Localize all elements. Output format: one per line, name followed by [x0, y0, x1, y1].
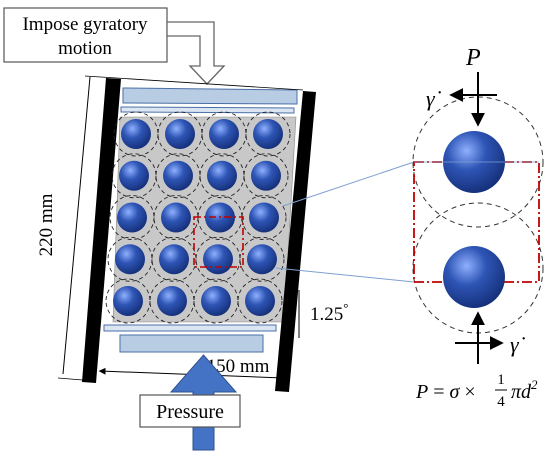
particle — [251, 160, 281, 191]
formula-numerator: 1 — [497, 372, 505, 388]
particle — [159, 244, 189, 275]
shear-rate-symbol-bottom: γ̇ — [510, 332, 526, 357]
shear-rate-symbol-top: γ̇ — [426, 86, 442, 111]
impose-gyratory-label-1: Impose gyratory — [22, 14, 148, 35]
particle — [203, 244, 233, 275]
left-mold-wall — [82, 78, 121, 383]
packing-dashed-circle — [243, 153, 289, 199]
particle — [117, 202, 147, 233]
particle — [253, 119, 283, 149]
zoom-lower-particle — [443, 246, 505, 308]
packing-dashed-circle — [149, 278, 195, 324]
particle — [247, 244, 277, 275]
right-mold-wall — [275, 91, 316, 392]
force-formula: P = σ × 1 4 πd2 — [415, 372, 538, 410]
packing-dashed-circle — [107, 236, 153, 282]
packing-dashed-circle — [239, 236, 285, 282]
particle — [161, 202, 191, 233]
force-symbol-top: P — [465, 45, 481, 71]
packing-dashed-circle — [155, 153, 201, 199]
packing-dashed-circle — [193, 278, 239, 324]
height-ext-top — [84, 75, 304, 91]
zoom-connector-bottom — [275, 267, 415, 283]
height-ext-bottom — [57, 377, 96, 382]
svg-text:P = σ ×: P = σ × — [415, 381, 476, 403]
packing-dashed-circle — [195, 236, 241, 282]
packing-dashed-circle — [105, 278, 151, 324]
svg-text:πd2: πd2 — [511, 377, 538, 403]
particle — [245, 286, 275, 316]
packing-dashed-circle — [245, 111, 291, 157]
packing-dashed-circle — [113, 111, 159, 157]
impose-gyratory-box — [3, 7, 168, 63]
height-dimension-line — [62, 76, 91, 375]
top-thin-plate — [120, 106, 295, 114]
zoom-connector-top — [282, 161, 415, 207]
particle — [121, 119, 151, 149]
height-label: 220 mm — [36, 193, 57, 256]
particle — [113, 286, 143, 316]
packing-dashed-circle — [111, 153, 157, 199]
packing-dashed-circle — [109, 195, 155, 240]
unit-cell-outline — [193, 216, 244, 268]
bottom-thin-plate — [103, 324, 277, 332]
pressure-label: Pressure — [156, 401, 224, 423]
impose-gyratory-label-2: motion — [58, 38, 112, 59]
mold-assembly — [82, 78, 316, 392]
packing-dashed-circle — [237, 278, 283, 324]
particle — [207, 160, 237, 191]
particle — [201, 286, 231, 316]
particle — [119, 160, 149, 191]
bottom-plate — [119, 334, 264, 353]
particle — [165, 119, 195, 149]
zoom-detail: P γ̇ γ̇ P = σ × 1 4 πd2 — [412, 45, 544, 410]
formula-denominator: 4 — [497, 394, 505, 410]
packing-dashed-circle — [157, 111, 203, 157]
zoom-upper-dashed-circle — [412, 96, 544, 228]
particle — [163, 160, 193, 191]
packing-dashed-circle — [201, 111, 247, 157]
packing-dashed-circle — [199, 153, 245, 199]
particle — [157, 286, 187, 316]
top-plate — [122, 87, 298, 105]
packing-dashed-circle — [151, 236, 197, 282]
particle — [209, 119, 239, 149]
angle-label: 1.25° — [310, 300, 348, 325]
width-label: 150 mm — [207, 356, 270, 377]
particle — [249, 202, 279, 233]
particle — [115, 244, 145, 275]
pressure-box — [139, 394, 241, 428]
packing-dashed-circle — [241, 195, 287, 240]
gyratory-motion-arrow — [166, 21, 226, 85]
